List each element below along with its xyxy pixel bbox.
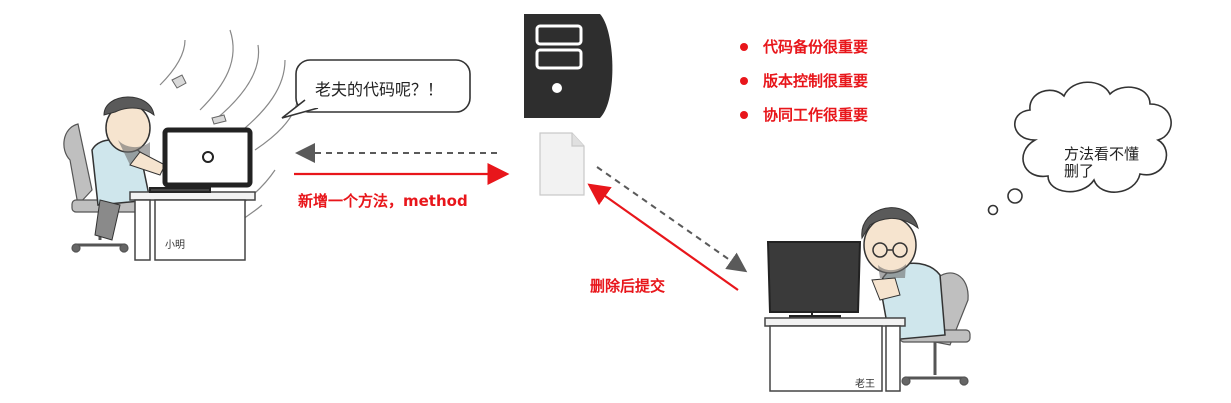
add-method-label: 新增一个方法，method [298,192,468,210]
left-desk [129,191,256,261]
leaf-icon [171,74,187,89]
key-point-item: 版本控制很重要 [738,70,868,104]
left-monitor [149,127,253,193]
right-monitor [766,241,862,321]
left-user-illustration [63,29,299,261]
right-user-illustration [764,207,971,392]
leaf-icon [211,114,227,125]
sync-down-arrow [596,166,748,273]
document-icon [539,132,585,196]
speech-bubble [281,59,471,119]
key-points-list: 代码备份很重要 版本控制很重要 协同工作很重要 [738,36,868,138]
speech-bubble-text: 老夫的代码呢？！ [315,80,444,99]
server-icon [524,14,613,118]
left-desk-label: 小明 [165,240,185,251]
key-point-item: 代码备份很重要 [738,36,868,70]
thought-line-2: 删了 [1064,162,1095,180]
thought-line-1: 方法看不懂 [1064,145,1140,163]
thought-cloud [987,81,1172,216]
thought-cloud-text: 方法看不懂 删了 [1064,146,1139,180]
left-person [91,96,166,241]
upload-delete-arrow [587,183,739,291]
delete-commit-label: 删除后提交 [590,277,666,295]
key-point-item: 协同工作很重要 [738,104,868,138]
right-desk [764,317,906,392]
right-desk-label: 老王 [855,379,875,390]
